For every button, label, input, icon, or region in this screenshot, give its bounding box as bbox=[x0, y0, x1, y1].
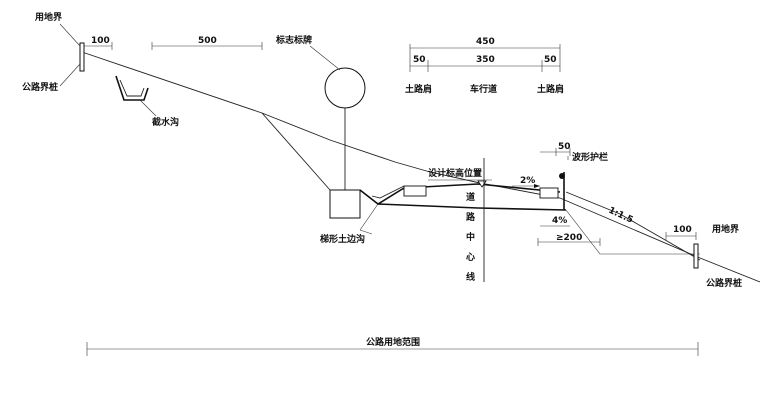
right-boundary-stake bbox=[693, 243, 699, 269]
leader-row-left bbox=[59, 23, 81, 47]
label-dim-50-b: 50 bbox=[544, 55, 557, 65]
dim-100-left bbox=[84, 42, 113, 50]
dim-50-rail bbox=[540, 148, 571, 156]
label-centerline: 道 路 中 心 线 bbox=[466, 191, 476, 283]
label-slope-ratio: 1:1.5 bbox=[607, 206, 635, 226]
label-carriageway: 车行道 bbox=[470, 83, 497, 95]
label-dim-100-left: 100 bbox=[91, 36, 110, 46]
label-design-level: 设计标高位置 bbox=[428, 167, 482, 179]
dim-road-range bbox=[86, 342, 699, 356]
label-sign: 标志标牌 bbox=[275, 34, 312, 46]
label-dim-200: ≥200 bbox=[556, 233, 582, 243]
leader-stake-left bbox=[59, 63, 81, 87]
label-row-right: 用地界 bbox=[711, 223, 739, 235]
label-dim-350: 350 bbox=[476, 55, 495, 65]
label-slope-4pct: 4% bbox=[552, 216, 567, 226]
dim-200 bbox=[537, 238, 601, 246]
label-guardrail: 波形护栏 bbox=[572, 151, 608, 163]
leader-stepped-ditch bbox=[359, 229, 373, 235]
label-road-range: 公路用地范围 bbox=[366, 336, 420, 348]
label-stepped-ditch: 梯形土边沟 bbox=[320, 233, 365, 245]
slope-guide-line bbox=[565, 209, 700, 255]
label-dim-100-right: 100 bbox=[673, 225, 692, 235]
svg-text:道: 道 bbox=[466, 191, 475, 203]
cut-slope-line bbox=[261, 112, 331, 191]
dim-500 bbox=[151, 42, 263, 50]
traffic-sign bbox=[309, 45, 366, 190]
svg-text:路: 路 bbox=[466, 211, 476, 223]
dim-100-right bbox=[665, 232, 697, 240]
fill-slope-line bbox=[565, 191, 701, 261]
label-slope-2pct: 2% bbox=[520, 176, 535, 186]
label-stake-right: 公路界桩 bbox=[706, 277, 742, 289]
terrain-line bbox=[81, 51, 760, 283]
intercept-ditch bbox=[115, 75, 157, 117]
label-stake-left: 公路界桩 bbox=[22, 81, 58, 93]
roadway-section bbox=[359, 183, 567, 231]
label-dim-50-a: 50 bbox=[413, 55, 426, 65]
label-dim-50-rail: 50 bbox=[558, 142, 571, 152]
sign-foundation bbox=[329, 189, 361, 219]
dim-section-widths bbox=[409, 44, 561, 72]
label-row-left: 用地界 bbox=[34, 11, 62, 23]
label-dim-450: 450 bbox=[476, 37, 495, 47]
label-shoulder-right: 土路肩 bbox=[537, 83, 564, 95]
guardrail bbox=[559, 156, 569, 210]
svg-text:心: 心 bbox=[466, 252, 475, 263]
label-shoulder-left: 土路肩 bbox=[405, 83, 432, 95]
left-boundary-stake bbox=[79, 42, 85, 72]
slope-2pct-arrow bbox=[512, 184, 540, 188]
label-dim-500: 500 bbox=[198, 36, 217, 46]
svg-text:中: 中 bbox=[466, 231, 475, 243]
svg-text:线: 线 bbox=[466, 271, 475, 283]
label-intercept-ditch: 截水沟 bbox=[152, 116, 179, 128]
